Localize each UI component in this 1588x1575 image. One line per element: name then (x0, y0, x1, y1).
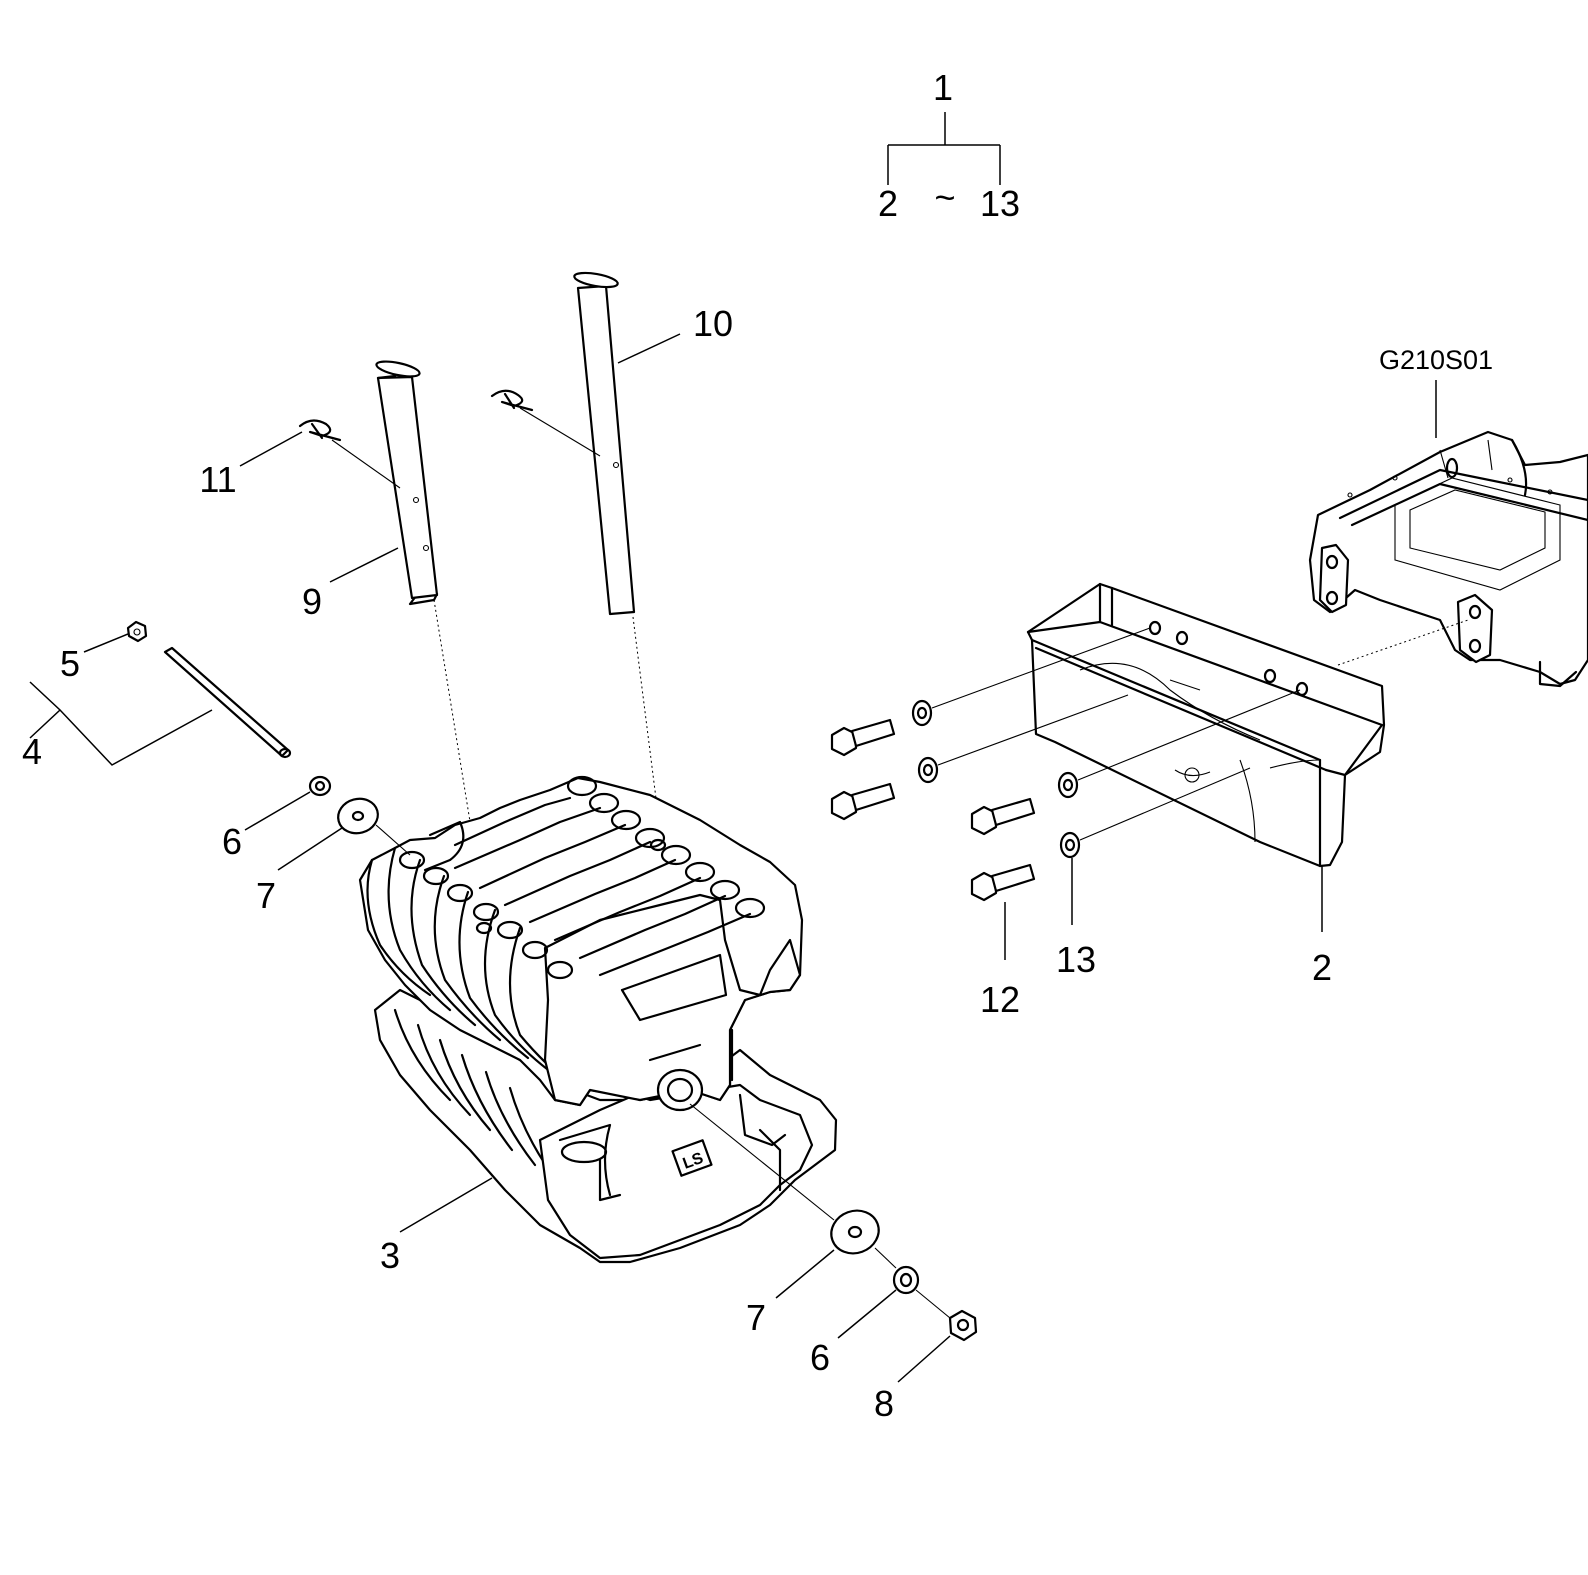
part-3-weight-stack: LS (358, 775, 838, 1264)
callout-6-left: 6 (222, 821, 242, 862)
assembly-range-separator: ~ (934, 177, 955, 218)
callout-8: 8 (874, 1383, 894, 1424)
callout-4: 4 (22, 731, 42, 772)
callout-7-left: 7 (256, 875, 276, 916)
part-9-short-pin (375, 360, 439, 606)
leader-lines (29, 333, 1323, 1383)
assembly-header: 1 2 ~ 13 (878, 67, 1020, 224)
part-2-bracket (1026, 582, 1386, 868)
part-7-plate-lower (689, 1103, 880, 1255)
tractor-front-frame (1308, 430, 1588, 688)
callout-11: 11 (199, 459, 236, 500)
part-8-nut (915, 1289, 978, 1342)
callout-13: 13 (1056, 939, 1096, 980)
callout-10: 10 (693, 303, 733, 344)
callout-12: 12 (980, 979, 1020, 1020)
callout-5: 5 (60, 643, 80, 684)
callout-7-lower: 7 (746, 1297, 766, 1338)
callout-3: 3 (380, 1235, 400, 1276)
ls-logo: LS (681, 1150, 706, 1173)
part-12-bolts (830, 718, 1036, 902)
assembly-range-end: 13 (980, 183, 1020, 224)
part-6-washer-left (308, 775, 332, 797)
assembly-range-start: 2 (878, 183, 898, 224)
part-13-washers (911, 627, 1301, 859)
assembly-parent-label: 1 (933, 67, 953, 108)
part-4-threaded-rod (163, 646, 292, 759)
part-7-plate-left (337, 797, 411, 856)
weight-slots (398, 775, 766, 980)
assembly-bracket (887, 112, 1001, 185)
callout-9: 9 (302, 581, 322, 622)
part-10-long-pin (573, 271, 636, 616)
part-11-clips (298, 389, 601, 489)
callout-2: 2 (1312, 947, 1332, 988)
callout-labels: 10 11 9 5 4 6 7 3 7 6 8 12 13 2 (22, 303, 1332, 1424)
part-6-washer-lower (874, 1247, 920, 1295)
part-5-nut-left (126, 620, 148, 643)
callout-6-lower: 6 (810, 1337, 830, 1378)
reference-code: G210S01 (1379, 345, 1493, 375)
